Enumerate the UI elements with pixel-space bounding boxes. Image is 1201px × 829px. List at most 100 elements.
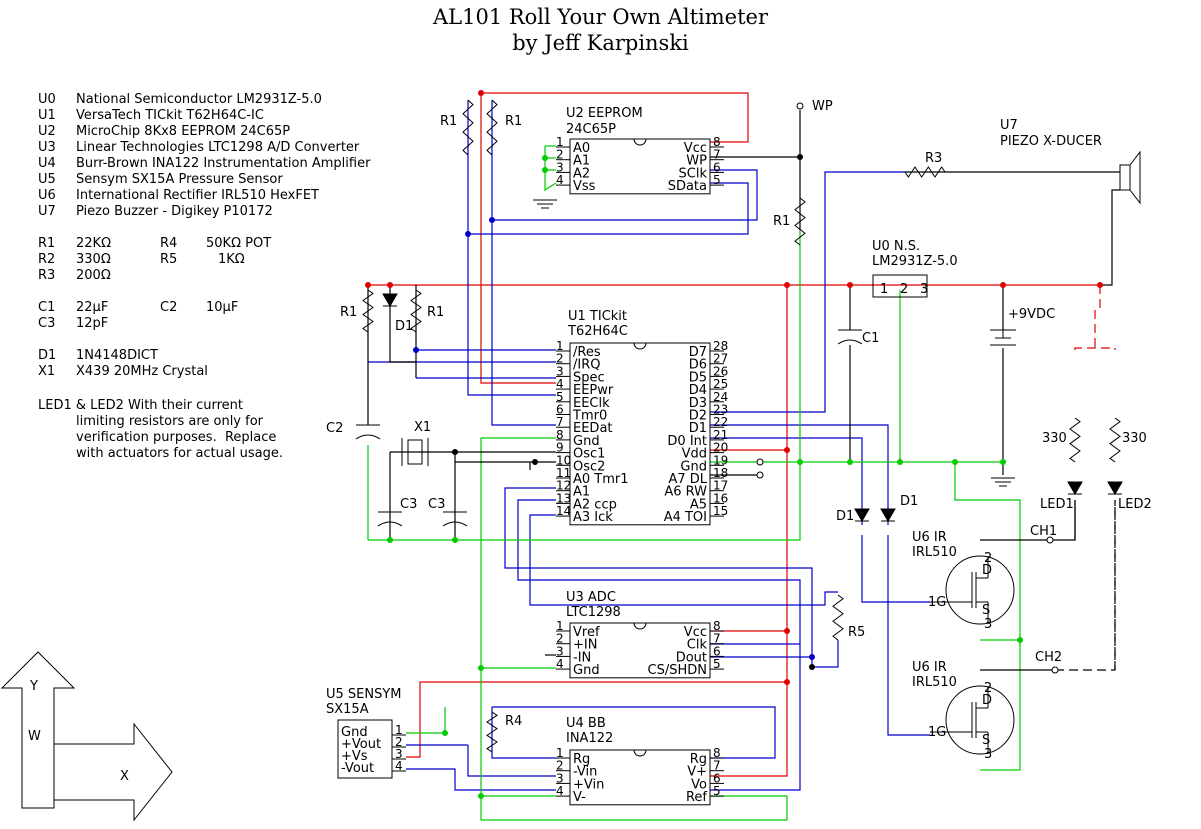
r1-label: R1 [340, 305, 357, 320]
pin-label: D4 [689, 383, 707, 398]
pin-number: 1 [556, 619, 564, 633]
resistor [362, 289, 374, 333]
pin-number: 3 [395, 747, 403, 761]
junction-dot [784, 679, 790, 685]
junction-dot [387, 537, 393, 543]
pin-number: 2 [395, 735, 403, 749]
pin-number: 5 [713, 784, 721, 798]
ch2-label: CH2 [1035, 650, 1062, 665]
piezo-icon [1119, 164, 1131, 191]
wire [504, 487, 813, 658]
pin-label: A3 Ick [573, 510, 613, 525]
component-ref: R1 [38, 236, 56, 251]
pin-label: Tmr0 [572, 409, 607, 424]
piezo-icon [1129, 150, 1141, 205]
wire [1055, 500, 1116, 671]
pin-label: A5 [690, 497, 707, 512]
pin-number: 5 [713, 657, 721, 671]
junction-dot [532, 459, 538, 465]
part-ref: U3 [38, 140, 56, 155]
pin-number: 20 [713, 441, 728, 455]
pin-number: 6 [713, 160, 721, 174]
junction-dot [847, 459, 853, 465]
pin-number: 2 [556, 148, 564, 162]
pin-label: Spec [573, 370, 605, 385]
pin-label: D7 [689, 345, 707, 360]
capacitor [355, 434, 381, 440]
junction-dot [452, 537, 458, 543]
capacitor [442, 521, 468, 527]
junction-dot [478, 665, 484, 671]
wire [980, 639, 1021, 771]
pin-label: Rg [690, 752, 707, 767]
part-desc: Sensym SX15A Pressure Sensor [76, 172, 283, 187]
resistor [486, 711, 498, 753]
wire [368, 230, 801, 541]
u0-regulator [872, 274, 928, 298]
pin-label: WP [686, 154, 707, 169]
terminal-dot [756, 458, 764, 466]
axis-y-label: Y [29, 679, 38, 694]
chip-name: U2 EEPROM [566, 106, 643, 121]
diode [854, 508, 870, 522]
c3-label: C3 [400, 497, 417, 512]
junction-dot [387, 282, 393, 288]
wp-label: WP [812, 99, 833, 114]
pin-number: 4 [395, 759, 403, 773]
u5-sensor [337, 719, 393, 779]
junction-dot [542, 155, 548, 161]
junction-dot [365, 282, 371, 288]
component-value: 1N4148DICT [76, 348, 158, 363]
r1-label: R1 [427, 305, 444, 320]
pin-label: Rg [573, 752, 590, 767]
pin-label: A0 Tmr1 [573, 472, 629, 487]
pin-number: 9 [556, 441, 564, 455]
wire [710, 437, 863, 525]
resistor [794, 197, 806, 246]
junction-dot [1017, 637, 1023, 643]
pin-number: 25 [713, 377, 728, 391]
junction-dot [1000, 282, 1006, 288]
pin-label: Gnd [341, 725, 368, 740]
pin-number: 24 [713, 390, 728, 404]
junction-dot [478, 90, 484, 96]
pin-label: -Vout [341, 761, 374, 776]
junction-dot [1097, 282, 1103, 288]
pin-label: Osc2 [573, 459, 605, 474]
wire [491, 707, 556, 759]
junction-dot [797, 154, 803, 160]
pin-label: Vss [573, 179, 596, 194]
junction-dot [784, 628, 790, 634]
wire [491, 100, 556, 426]
component-value: 12pF [76, 316, 109, 331]
component-value: 22KΩ [76, 236, 112, 251]
pin-label: CS/SHDN [648, 663, 707, 678]
chip-part: T62H64C [567, 324, 628, 339]
r330-label: 330 [1122, 431, 1147, 446]
pin-label: A0 [573, 141, 590, 156]
d1-label: D1 [395, 319, 413, 334]
pin-number: 6 [713, 644, 721, 658]
wire [954, 462, 1021, 640]
junction-dot [442, 730, 448, 736]
drain-label: D [982, 563, 992, 578]
pin-label: A7 DL [668, 472, 707, 487]
pin-number: 13 [556, 491, 571, 505]
wire [811, 640, 839, 668]
chip-notch [633, 622, 647, 630]
drain-label: D [982, 693, 992, 708]
pin-label: Gnd [573, 434, 600, 449]
source-label: S [982, 733, 990, 748]
chip-name: U5 SENSYM [326, 687, 402, 702]
pin-number: 14 [556, 504, 571, 518]
pin-label: -IN [573, 650, 591, 665]
pin-number: 17 [713, 479, 728, 493]
resistor [486, 99, 498, 156]
pin-number: 7 [713, 632, 721, 646]
